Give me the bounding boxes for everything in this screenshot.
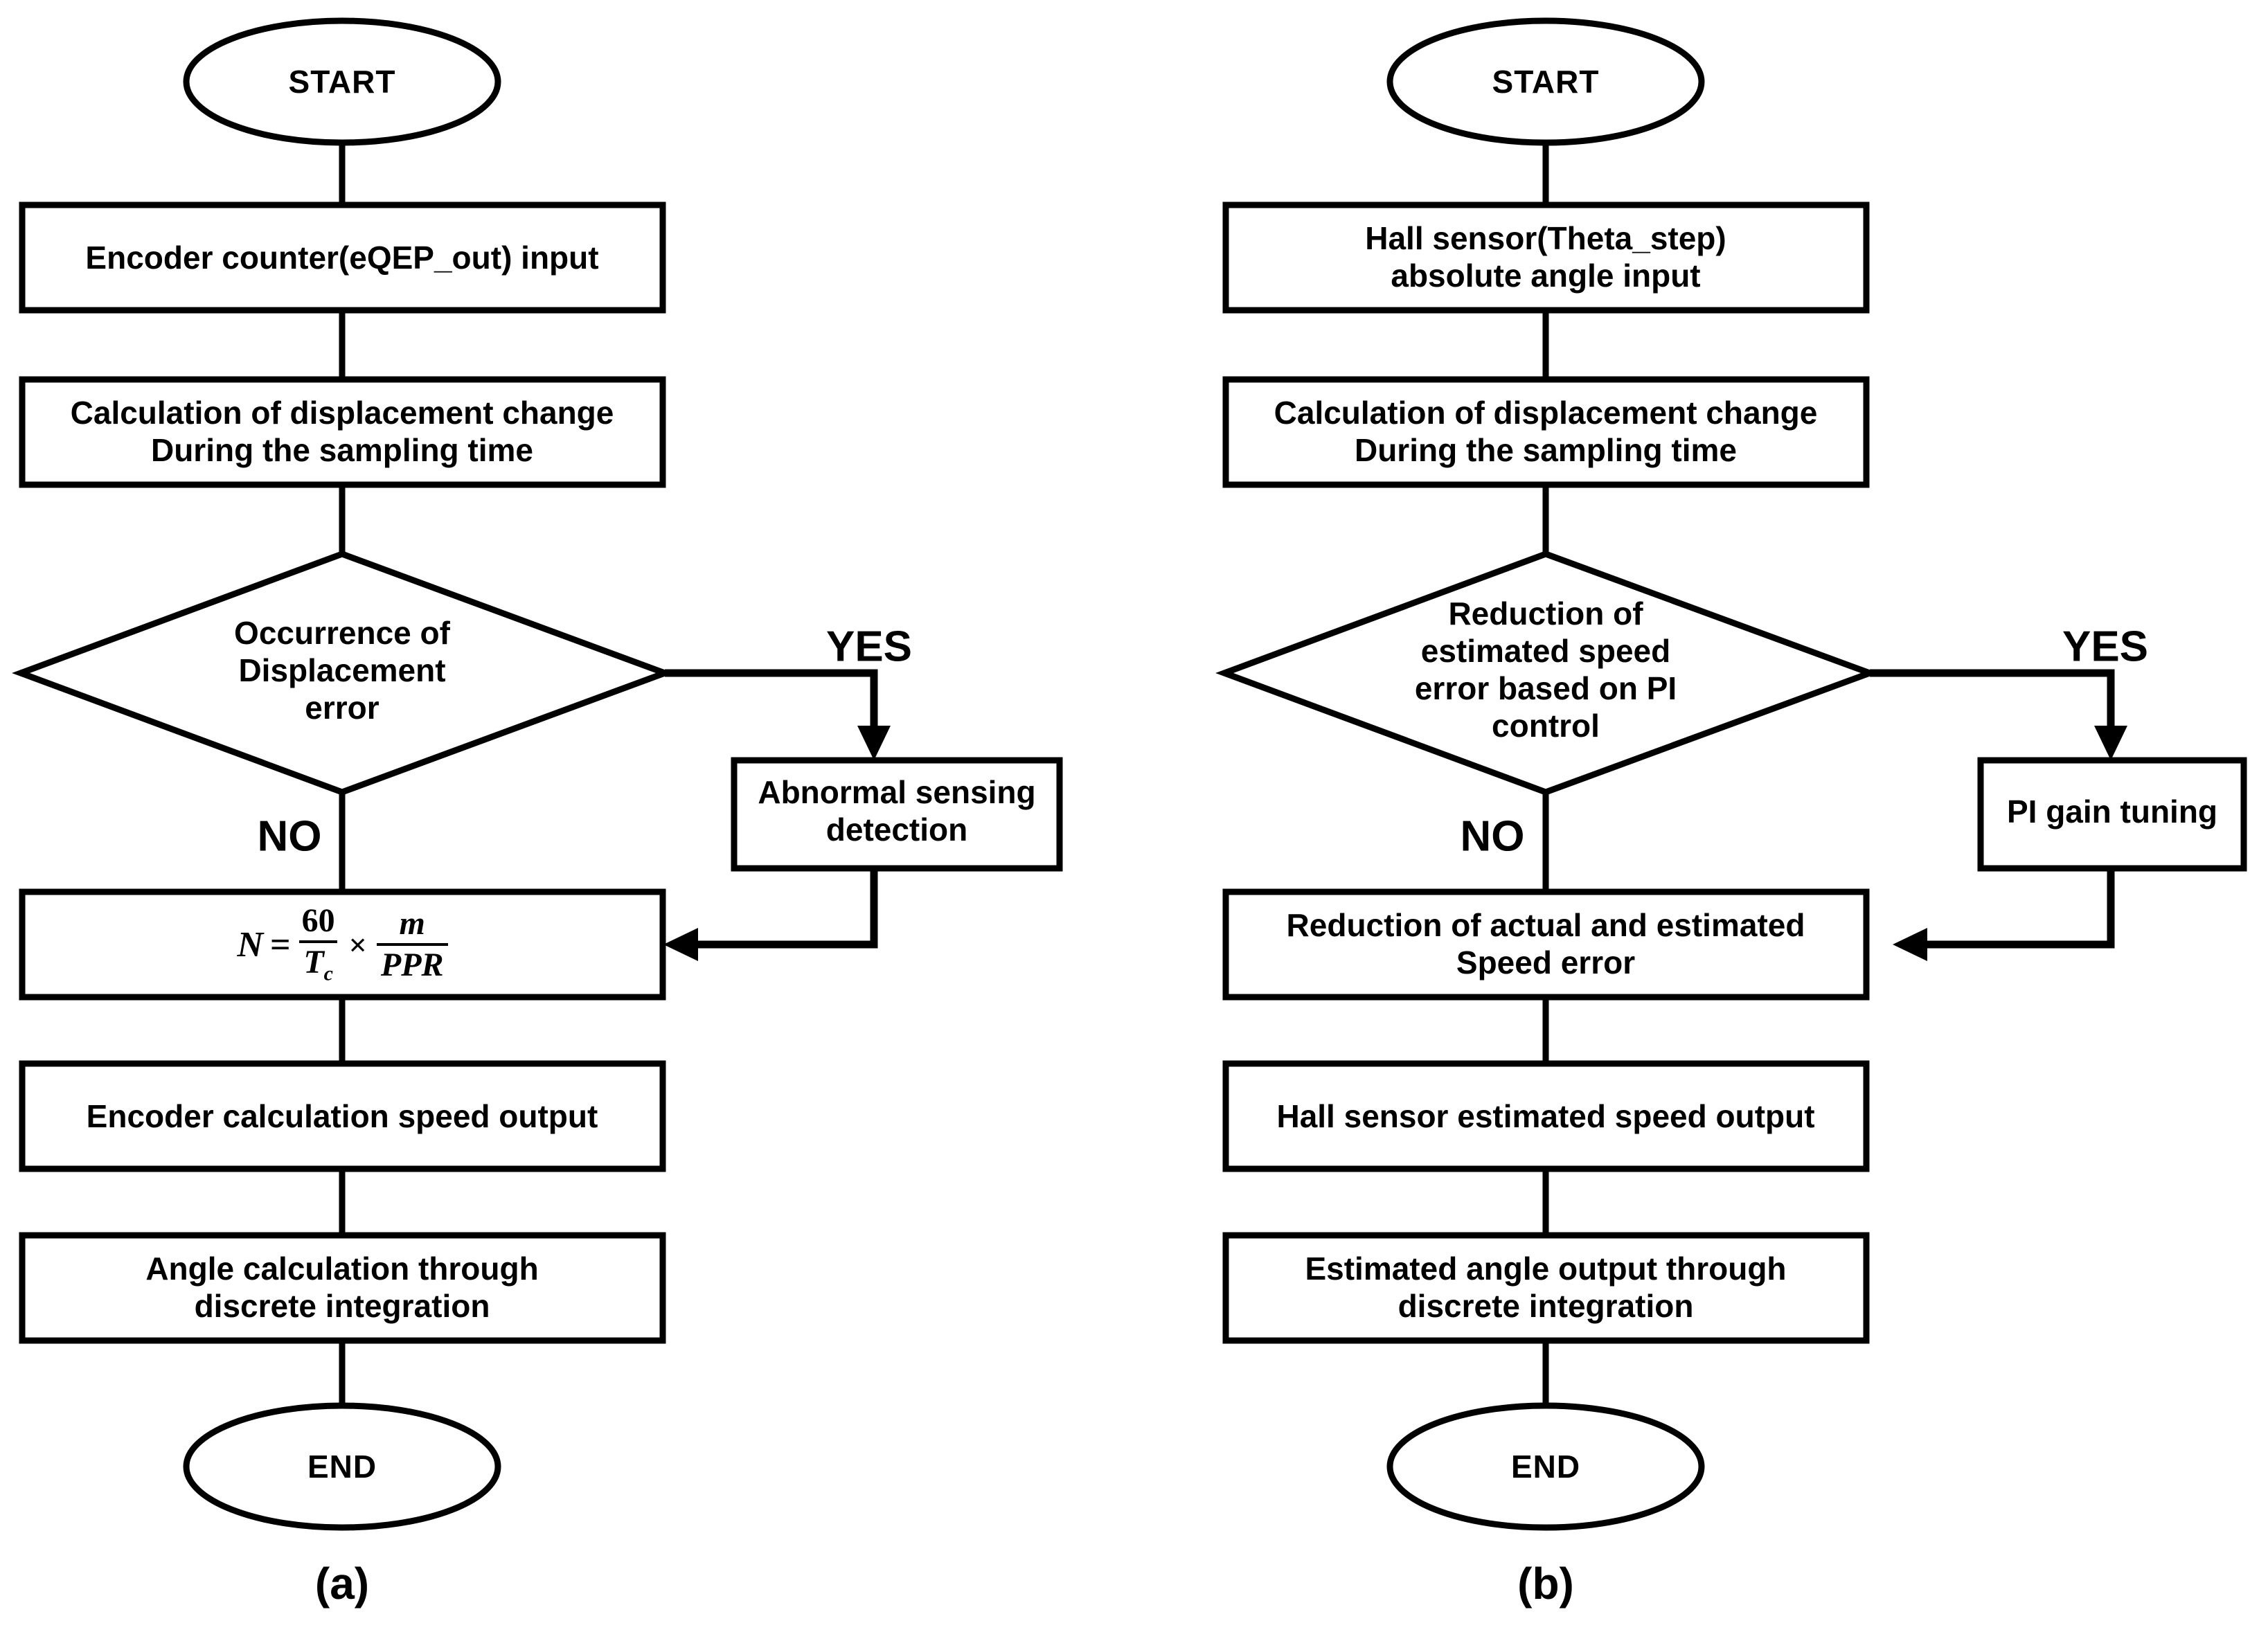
arrowhead-a-yes	[857, 726, 891, 760]
formula-fraction-1: 60 Tc	[298, 904, 339, 985]
node-b-decision-line1: Reduction of	[1448, 595, 1643, 632]
node-b-pi-gain-tuning	[1977, 757, 2247, 872]
node-a-decision-line1: Occurrence of	[234, 615, 451, 651]
arrowhead-a-return	[663, 928, 698, 961]
node-a-start	[183, 17, 501, 146]
node-a-angle	[19, 1232, 666, 1344]
node-a-input-label: Encoder counter(eQEP_out) input	[85, 240, 598, 276]
node-a-abnormal-sensing	[731, 757, 1063, 872]
caption-panel-a: (a)	[315, 1559, 369, 1609]
formula-frac1-den-base: T	[303, 944, 324, 981]
node-a-calc-line2: During the sampling time	[151, 432, 533, 468]
node-a-angle-line1: Angle calculation through	[145, 1251, 538, 1287]
formula-speed-equation: N = 60 Tc × m PPR	[22, 892, 663, 997]
node-a-end-label: END	[307, 1449, 377, 1485]
node-a-abnormal-line2: detection	[826, 812, 967, 848]
connector-b-return-path	[1915, 868, 2115, 949]
connector-a-yes-path	[665, 669, 878, 742]
node-a-decision	[12, 550, 674, 796]
node-a-decision-line3: error	[305, 690, 379, 726]
node-a-abnormal-line1: Abnormal sensing	[758, 774, 1035, 810]
node-b-angle-line2: discrete integration	[1398, 1288, 1694, 1324]
label-a-no: NO	[258, 812, 322, 860]
formula-frac2-denominator: PPR	[376, 943, 448, 982]
label-b-yes: YES	[2062, 623, 2148, 670]
label-b-no: NO	[1461, 812, 1525, 860]
node-b-input-line1: Hall sensor(Theta_step)	[1365, 220, 1726, 256]
node-a-start-label: START	[289, 64, 396, 100]
formula-lhs: N	[237, 924, 264, 965]
node-b-reduction-line2: Speed error	[1456, 944, 1635, 980]
node-a-speed-output	[19, 1060, 666, 1172]
node-b-decision	[1215, 550, 1879, 796]
node-a-angle-line2: discrete integration	[195, 1288, 490, 1324]
node-a-formula	[19, 888, 666, 1001]
caption-panel-b: (b)	[1517, 1559, 1574, 1609]
node-a-speed-output-label: Encoder calculation speed output	[87, 1098, 598, 1134]
node-b-decision-line3: error based on PI	[1415, 670, 1677, 706]
formula-equals: =	[270, 924, 291, 965]
formula-frac2-numerator: m	[399, 905, 425, 942]
node-b-angle	[1222, 1232, 1870, 1344]
formula-fraction-2: m PPR	[376, 905, 448, 982]
node-a-decision-line2: Displacement	[238, 652, 445, 688]
formula-frac1-denominator: Tc	[299, 940, 337, 985]
node-b-end-label: END	[1511, 1449, 1580, 1485]
formula-frac1-numerator: 60	[301, 902, 335, 940]
node-b-reduction	[1222, 888, 1870, 1001]
arrowhead-b-return	[1893, 928, 1927, 961]
node-b-end	[1386, 1402, 1705, 1531]
formula-frac1-den-subscript: c	[323, 962, 333, 985]
node-b-input	[1222, 201, 1870, 314]
node-a-calc-line1: Calculation of displacement change	[71, 395, 614, 431]
node-b-reduction-line1: Reduction of actual and estimated	[1287, 907, 1805, 943]
node-b-speed-output-label: Hall sensor estimated speed output	[1276, 1098, 1814, 1134]
node-a-end	[183, 1402, 501, 1531]
node-b-speed-output	[1222, 1060, 1870, 1172]
node-b-decision-line4: control	[1492, 708, 1600, 744]
node-b-pi-gain-tuning-label: PI gain tuning	[2007, 794, 2217, 830]
node-b-calc-line1: Calculation of displacement change	[1274, 395, 1818, 431]
connector-a-return-path	[686, 868, 878, 949]
arrowhead-b-yes	[2094, 726, 2127, 760]
node-b-decision-line2: estimated speed	[1421, 633, 1670, 669]
node-b-input-line2: absolute angle input	[1391, 258, 1700, 294]
label-a-yes: YES	[826, 623, 912, 670]
node-b-calc	[1222, 376, 1870, 488]
node-a-input	[19, 201, 666, 314]
formula-times-operator: ×	[348, 926, 367, 962]
connector-b-yes-path	[1870, 669, 2115, 742]
node-b-calc-line2: During the sampling time	[1355, 432, 1737, 468]
node-b-angle-line1: Estimated angle output through	[1305, 1251, 1786, 1287]
node-a-calc	[19, 376, 666, 488]
node-b-start-label: START	[1492, 64, 1600, 100]
node-b-start	[1386, 17, 1705, 146]
